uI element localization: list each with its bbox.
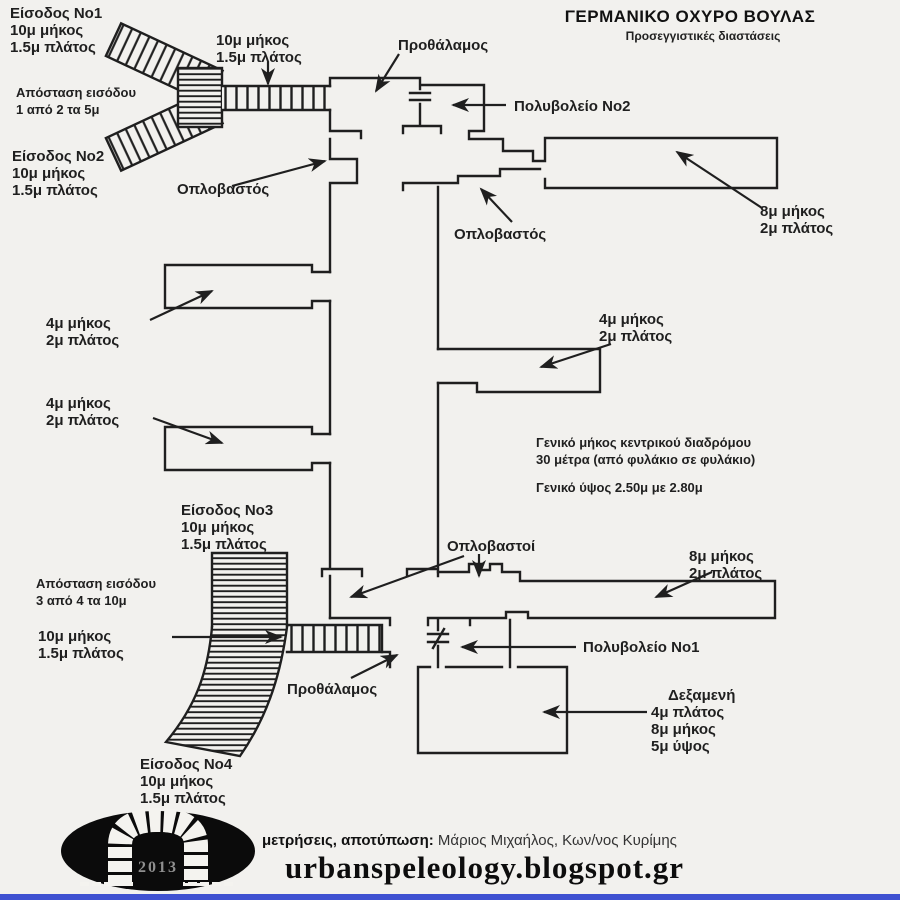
arrow-prothalamos-bottom	[350, 654, 399, 679]
label-room4-right-line1: 4μ μήκος	[599, 311, 664, 328]
label-prothalamos-top: Προθάλαμος	[398, 37, 488, 54]
label-polyvoleio2: Πολυβολείο No2	[514, 98, 630, 115]
label-corridor-bottom-line1: 10μ μήκος	[38, 628, 111, 645]
label-entrance4-line3: 1.5μ πλάτος	[140, 790, 226, 807]
brick-arch-icon	[80, 807, 236, 887]
footer-credits-label: μετρήσεις, αποτύπωση:	[262, 832, 434, 849]
page-title: ΓΕΡΜΑΝΙΚΟ ΟΧΥΡΟ ΒΟΥΛΑΣ	[565, 7, 816, 26]
walls-left-rooms	[163, 263, 332, 472]
label-apostasi12-line2: 1 από 2 τα 5μ	[16, 102, 99, 117]
label-room8-bottom-line2: 2μ πλάτος	[689, 565, 762, 582]
label-dexameni-line1: Δεξαμενή	[668, 687, 735, 704]
walls-right-room	[436, 347, 602, 394]
label-entrance2-line1: Είσοδος No2	[12, 148, 104, 165]
label-entrance2-line3: 1.5μ πλάτος	[12, 182, 98, 199]
label-entrance1-line3: 1.5μ πλάτος	[10, 39, 96, 56]
arrow-oplovastos-left	[231, 158, 327, 188]
label-corridor-top-line2: 1.5μ πλάτος	[216, 49, 302, 66]
bottom-blue-bar	[0, 894, 900, 900]
entrance-stairways	[104, 21, 384, 758]
plan-labels: ΓΕΡΜΑΝΙΚΟ ΟΧΥΡΟ ΒΟΥΛΑΣ Προσεγγιστικές δι…	[10, 5, 833, 807]
arrow-room4-b	[152, 416, 224, 445]
bottom-entry-corridor	[285, 623, 384, 654]
arrow-room8-top	[675, 150, 763, 209]
label-entrance1-line2: 10μ μήκος	[10, 22, 83, 39]
label-corridor-top-line1: 10μ μήκος	[216, 32, 289, 49]
label-entrance2-line2: 10μ μήκος	[12, 165, 85, 182]
walls-bottom-rooms	[380, 618, 569, 755]
label-entrance3-line2: 10μ μήκος	[181, 519, 254, 536]
entrance3-stairs	[210, 551, 289, 629]
label-room4-right-line2: 2μ πλάτος	[599, 328, 672, 345]
walls-bottom-corridor	[328, 562, 777, 627]
arrow-room4-right	[539, 342, 612, 369]
label-room8-top-line1: 8μ μήκος	[760, 203, 825, 220]
label-room4a-line2: 2μ πλάτος	[46, 332, 119, 349]
label-apostasi12-line1: Απόσταση εισόδου	[16, 85, 136, 100]
label-prothalamos-bottom: Προθάλαμος	[287, 681, 377, 698]
footer-credits-names: Μάριος Μιχαήλος, Κων/νος Κυρίμης	[434, 832, 677, 849]
label-entrance4-line2: 10μ μήκος	[140, 773, 213, 790]
label-polyvoleio1: Πολυβολείο No1	[583, 639, 699, 656]
label-apostasi34-line1: Απόσταση εισόδου	[36, 576, 156, 591]
arrow-oplovastoi-diag	[349, 554, 465, 599]
page-subtitle: Προσεγγιστικές διαστάσεις	[626, 29, 781, 43]
label-entrance4-line1: Είσοδος No4	[140, 756, 233, 773]
label-entrance3-line1: Είσοδος No3	[181, 502, 273, 519]
label-geniko-line3: Γενικό ύψος 2.50μ με 2.80μ	[536, 480, 703, 495]
footer: 2013 μετρήσεις, αποτύπωση: Μάριος Μιχαήλ…	[0, 807, 900, 900]
label-dexameni-line4: 5μ ύψος	[651, 738, 710, 755]
label-room4b-line2: 2μ πλάτος	[46, 412, 119, 429]
annotation-arrows	[149, 53, 763, 719]
label-entrance3-line3: 1.5μ πλάτος	[181, 536, 267, 553]
label-oplovastoi: Οπλοβαστοί	[447, 538, 535, 555]
arrow-oplovastos-mid	[479, 187, 513, 223]
machine-gun-symbol-1	[426, 627, 450, 650]
entrance12-junction	[176, 66, 224, 129]
entrance4-stairs	[163, 625, 289, 758]
arrow-room4-a	[149, 290, 214, 321]
label-geniko-line2: 30 μέτρα (από φυλάκιο σε φυλάκιο)	[536, 452, 755, 467]
label-room4b-line1: 4μ μήκος	[46, 395, 111, 412]
label-room8-top-line2: 2μ πλάτος	[760, 220, 833, 237]
label-oplovastos-left: Οπλοβαστός	[177, 181, 269, 198]
label-room4a-line1: 4μ μήκος	[46, 315, 111, 332]
arrow-prothalamos-top	[374, 53, 400, 93]
top-entry-corridor	[220, 84, 332, 112]
footer-credits: μετρήσεις, αποτύπωση: Μάριος Μιχαήλος, Κ…	[262, 832, 677, 849]
label-apostasi34-line2: 3 από 4 τα 10μ	[36, 593, 127, 608]
footer-url: urbanspeleology.blogspot.gr	[285, 850, 684, 885]
machine-gun-symbol-2	[408, 91, 432, 102]
label-oplovastos-mid: Οπλοβαστός	[454, 226, 546, 243]
label-geniko-line1: Γενικό μήκος κεντρικού διαδρόμου	[536, 435, 752, 450]
label-room8-bottom-line1: 8μ μήκος	[689, 548, 754, 565]
arrow-room8-bottom	[654, 570, 713, 599]
label-corridor-bottom-line2: 1.5μ πλάτος	[38, 645, 124, 662]
label-dexameni-line2: 4μ πλάτος	[651, 704, 724, 721]
logo-year: 2013	[138, 859, 178, 876]
label-entrance1-line1: Είσοδος No1	[10, 5, 102, 22]
label-dexameni-line3: 8μ μήκος	[651, 721, 716, 738]
